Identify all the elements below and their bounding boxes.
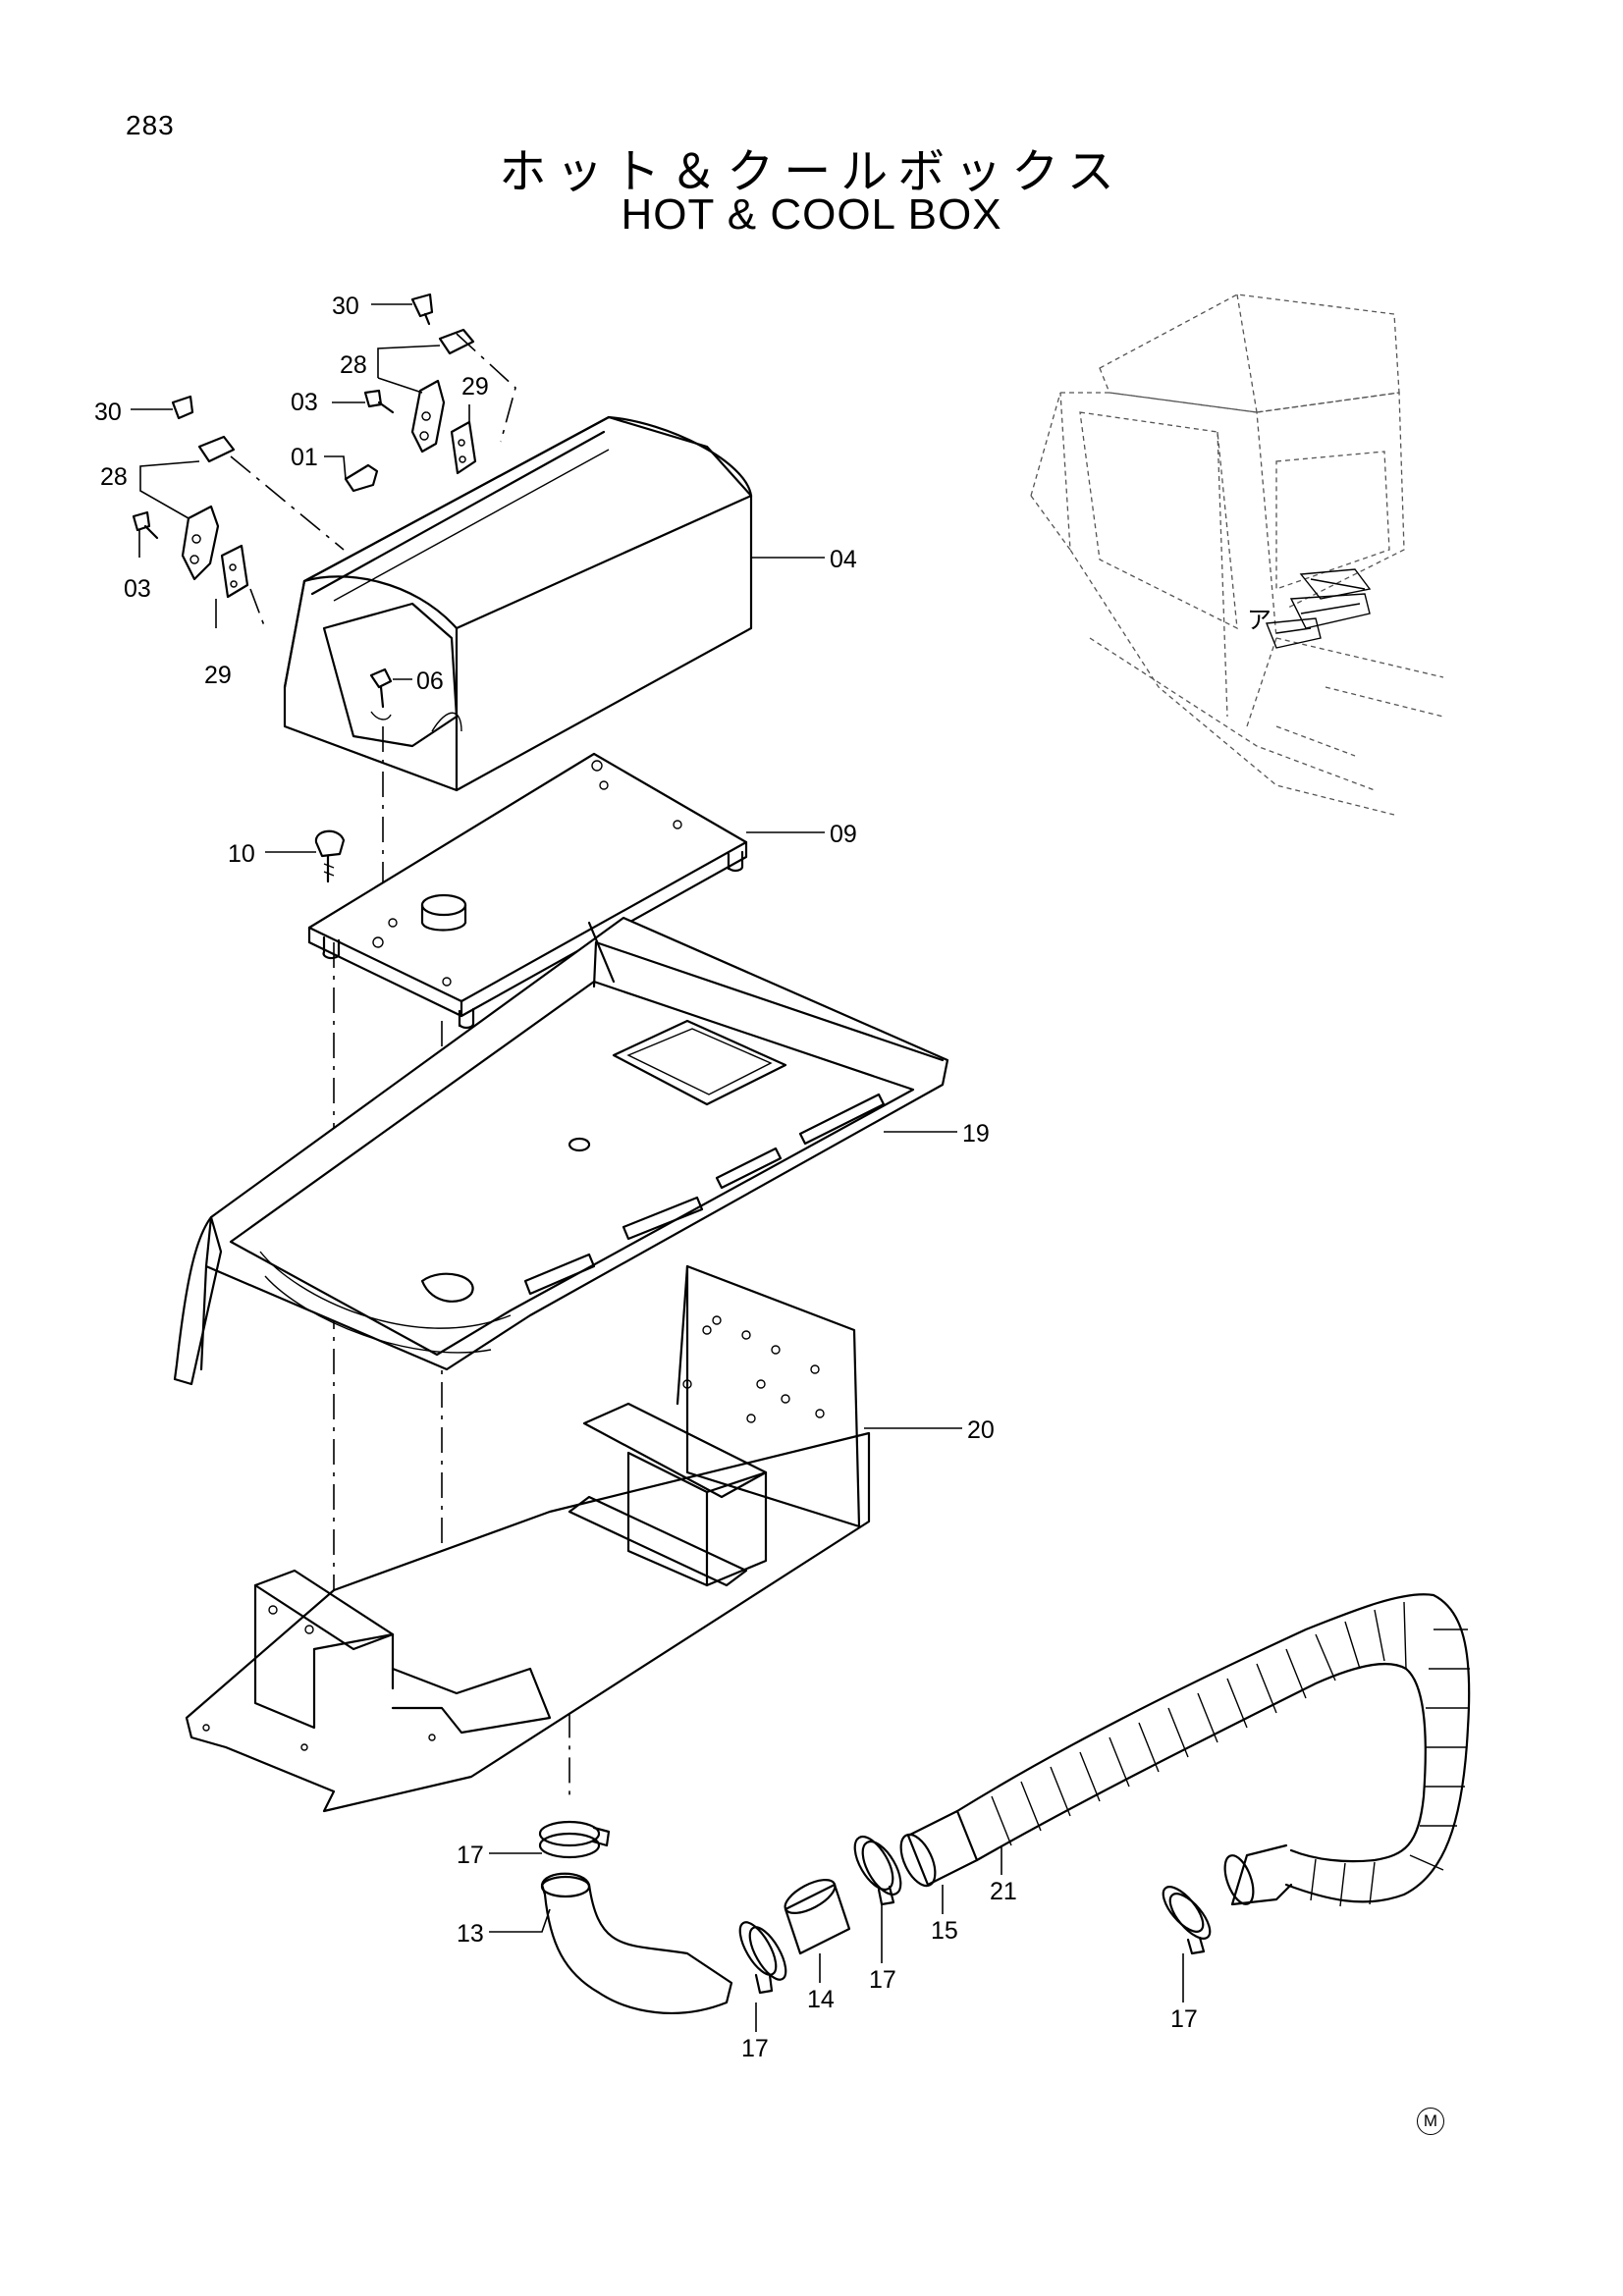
box-lid-part-04 (283, 415, 753, 937)
mounting-bracket-part-20 (185, 1264, 871, 1813)
hinge-hardware-group (132, 293, 521, 629)
hose-corrugation-rings (991, 1601, 1470, 1907)
title-english: HOT & COOL BOX (621, 190, 1002, 239)
callout-03-left: 03 (124, 575, 151, 603)
inset-marker-label: ア (1247, 607, 1271, 634)
callout-03-top: 03 (291, 389, 318, 416)
callout-09: 09 (830, 821, 857, 848)
callout-13: 13 (457, 1920, 484, 1948)
cab-location-inset: ア (1030, 294, 1444, 816)
callout-17-mid: 17 (869, 1966, 896, 1994)
callout-leaders (131, 303, 1184, 2032)
callout-28-left: 28 (100, 463, 128, 491)
callout-30-top: 30 (332, 293, 359, 320)
footer-mark: M (1417, 2108, 1444, 2135)
callout-29-left: 29 (204, 662, 232, 689)
callout-10: 10 (228, 840, 255, 868)
callout-30-left: 30 (94, 399, 122, 426)
callout-labels: 30 28 29 03 01 30 28 03 29 04 06 10 09 1… (94, 293, 1198, 2062)
inset-box-highlight (1266, 568, 1372, 649)
duct-hose-assembly (538, 1593, 1471, 2014)
callout-29-top: 29 (461, 373, 489, 400)
callout-17-upper: 17 (457, 1842, 484, 1869)
callout-14: 14 (807, 1986, 835, 2013)
callout-04: 04 (830, 546, 857, 573)
callout-01: 01 (291, 444, 318, 471)
page-number: 283 (126, 110, 175, 140)
callout-15: 15 (931, 1917, 958, 1945)
callout-06: 06 (416, 667, 444, 695)
console-tray-part-19 (173, 916, 949, 1386)
callout-19: 19 (962, 1120, 990, 1148)
callout-17-left: 17 (741, 2035, 769, 2062)
callout-28-top: 28 (340, 351, 367, 379)
callout-17-right: 17 (1170, 2005, 1198, 2033)
title-japanese: ホット＆クールボックス (499, 144, 1124, 199)
callout-21: 21 (990, 1878, 1017, 1905)
callout-20: 20 (967, 1416, 995, 1444)
